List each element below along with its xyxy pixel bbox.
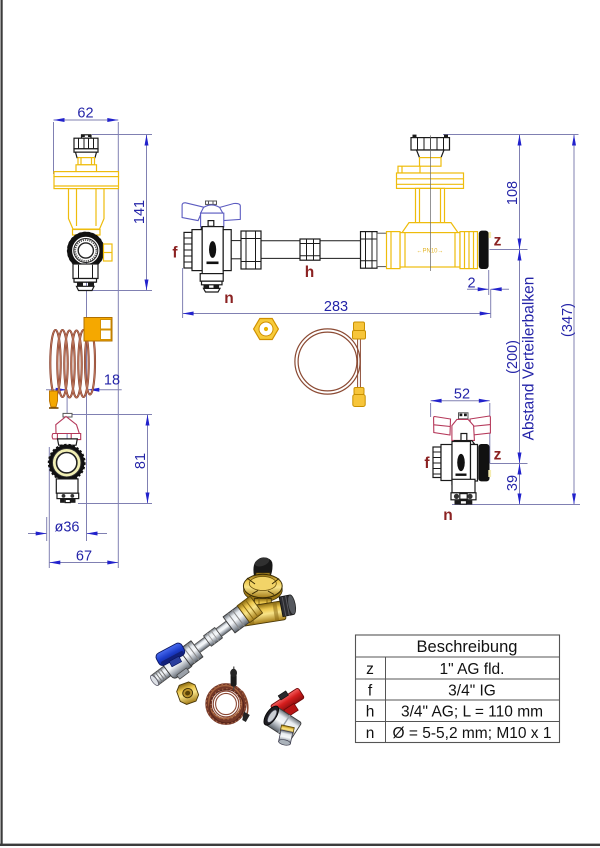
svg-text:←PN10→: ←PN10→ bbox=[416, 249, 443, 255]
svg-text:Abstand Verteilerbalken: Abstand Verteilerbalken bbox=[521, 277, 538, 441]
svg-text:f: f bbox=[368, 683, 373, 700]
svg-text:z: z bbox=[366, 661, 374, 678]
svg-text:n: n bbox=[443, 507, 452, 524]
svg-text:Beschreibung: Beschreibung bbox=[417, 638, 518, 656]
svg-text:1" AG fld.: 1" AG fld. bbox=[440, 661, 505, 678]
svg-text:39: 39 bbox=[505, 475, 521, 491]
svg-text:2: 2 bbox=[467, 275, 475, 291]
svg-text:(347): (347) bbox=[560, 303, 576, 337]
svg-text:n: n bbox=[224, 290, 233, 307]
svg-text:z: z bbox=[494, 447, 502, 464]
svg-text:z: z bbox=[494, 233, 502, 250]
svg-text:h: h bbox=[305, 264, 314, 281]
svg-text:ø36: ø36 bbox=[55, 520, 80, 536]
svg-text:67: 67 bbox=[76, 548, 92, 564]
svg-text:h: h bbox=[366, 704, 375, 721]
svg-text:62: 62 bbox=[77, 105, 93, 121]
svg-text:(200): (200) bbox=[505, 340, 521, 374]
svg-text:3/4" IG: 3/4" IG bbox=[448, 683, 496, 700]
svg-text:f: f bbox=[424, 455, 430, 472]
svg-text:n: n bbox=[366, 725, 375, 742]
svg-text:18: 18 bbox=[104, 372, 120, 388]
svg-text:52: 52 bbox=[454, 386, 470, 402]
svg-text:283: 283 bbox=[324, 299, 348, 315]
svg-text:f: f bbox=[172, 245, 178, 262]
svg-text:3/4" AG; L = 110 mm: 3/4" AG; L = 110 mm bbox=[401, 704, 543, 721]
svg-text:141: 141 bbox=[132, 200, 148, 224]
svg-text:108: 108 bbox=[505, 181, 521, 205]
svg-text:81: 81 bbox=[133, 453, 149, 469]
svg-text:Ø = 5-5,2 mm; M10 x 1: Ø = 5-5,2 mm; M10 x 1 bbox=[393, 725, 552, 742]
